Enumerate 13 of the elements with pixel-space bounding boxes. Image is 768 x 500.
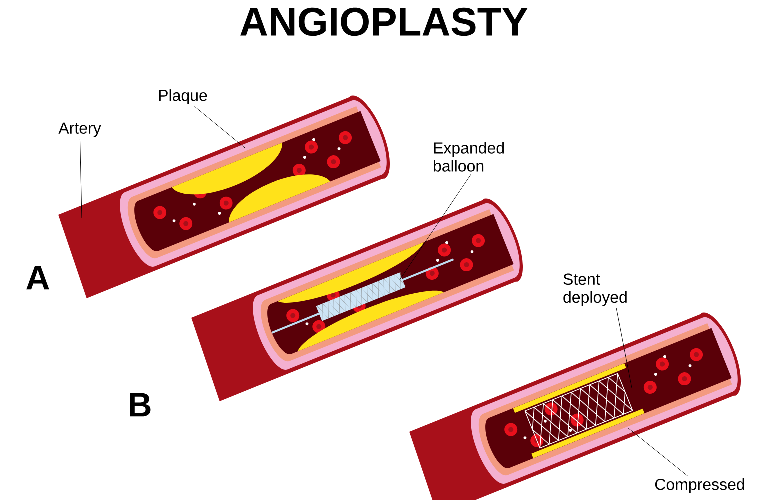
title: ANGIOPLASTY xyxy=(240,8,528,36)
leader-line xyxy=(194,106,246,148)
callout-label: Artery xyxy=(58,122,102,138)
callout-label: Plaque xyxy=(159,90,208,104)
leader-line xyxy=(80,139,82,218)
callout-label: Stent deployed xyxy=(564,274,627,306)
callout-label: Compressed xyxy=(655,478,744,494)
leader-line xyxy=(616,308,632,388)
panel-letter: B xyxy=(130,393,151,417)
leader-line xyxy=(628,428,688,477)
leader-line xyxy=(400,174,472,280)
panel-letter: A xyxy=(26,266,50,290)
callout-label: Expanded balloon xyxy=(434,142,504,172)
